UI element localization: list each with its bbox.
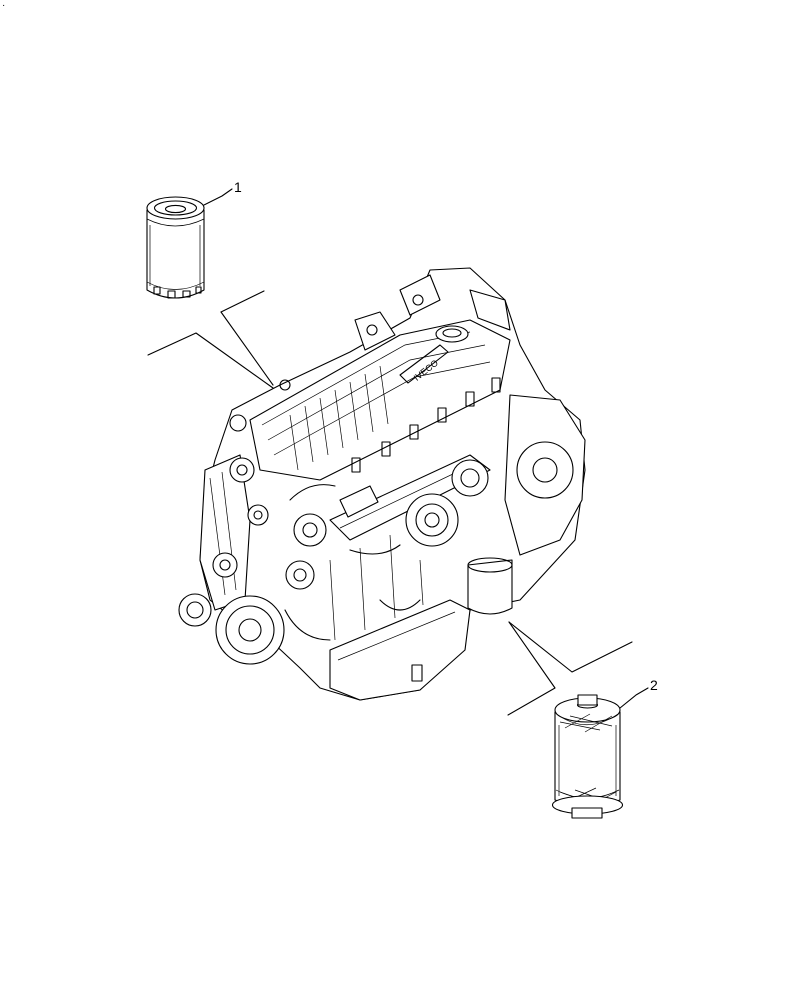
callout-label-2: 2 bbox=[650, 677, 658, 693]
pointer-lines-part-2 bbox=[507, 621, 633, 716]
leader-line-2 bbox=[619, 687, 649, 709]
engine-assembly: IVECO bbox=[178, 267, 586, 701]
pointer-lines-part-1 bbox=[147, 290, 274, 389]
leader-line-1 bbox=[203, 188, 233, 206]
callout-label-1: 1 bbox=[234, 179, 242, 195]
oil-filter-part-1[interactable] bbox=[146, 196, 205, 299]
corner-mark: · bbox=[2, 0, 6, 11]
filter-cartridge-part-2[interactable] bbox=[551, 694, 624, 819]
